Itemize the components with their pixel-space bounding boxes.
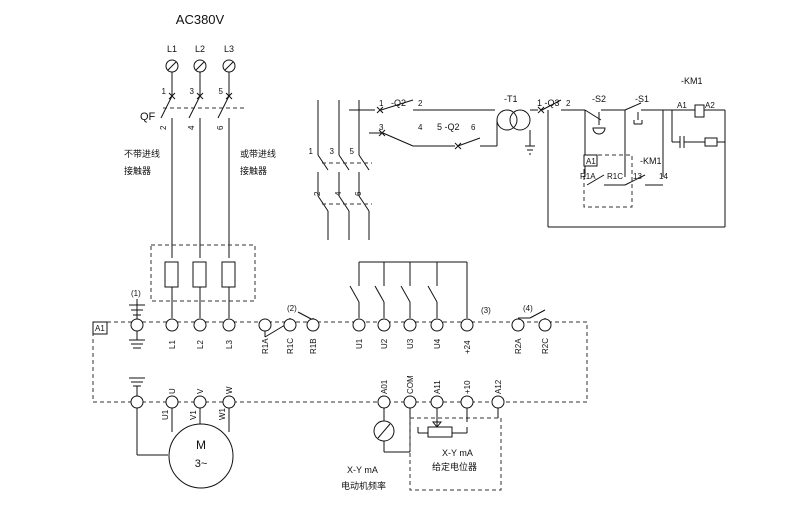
breaker-pin-6: 6 (216, 125, 225, 130)
meter-caption: 电动机频率 (341, 480, 386, 491)
note-1: (1) (131, 289, 141, 298)
aux-13: 13 (633, 172, 642, 181)
q2-pin-2: 2 (418, 99, 423, 108)
phase-labels: L1 L2 L3 (167, 44, 234, 54)
km1-aux-label: -KM1 (640, 156, 662, 166)
coil-a1: A1 (677, 101, 687, 110)
term-24v: +24 (463, 340, 472, 354)
coil-a2: A2 (705, 101, 715, 110)
q2b-label: 5 -Q2 (437, 122, 460, 132)
term-l2: L2 (196, 340, 205, 349)
term-u1: U1 (355, 338, 364, 349)
potentiometer (409, 408, 502, 491)
term-r1b: R1B (309, 338, 318, 354)
phase-l3-label: L3 (224, 44, 234, 54)
alt-num-1: 1 (309, 147, 314, 156)
meter-range: X-Y mA (347, 465, 378, 475)
q2b-pin: 6 (471, 123, 476, 132)
note-4: (4) (523, 304, 533, 313)
term-u4: U4 (433, 338, 442, 349)
aux-box-tag (583, 154, 598, 167)
drive-frame (92, 321, 588, 403)
q3-pin: 2 (566, 99, 571, 108)
note-right-2: 接触器 (240, 165, 267, 176)
fuse-block (150, 244, 256, 318)
note-left-1: 不带进线 (124, 148, 160, 159)
drive-tag (92, 321, 108, 335)
aux-box-label: A1 (586, 157, 596, 166)
term-u: U (168, 388, 177, 394)
breaker-qf (160, 72, 246, 258)
s1-label: -S1 (635, 94, 649, 104)
s2-label: -S2 (592, 94, 606, 104)
term-u3: U3 (406, 338, 415, 349)
term-l3: L3 (225, 340, 234, 349)
breaker-pin-5: 5 (219, 87, 224, 96)
phase-l1-label: L1 (167, 44, 177, 54)
term-com: COM (406, 375, 415, 394)
bottom-terminal-labels: U V W A01 COM A11 +10 A12 (168, 375, 503, 394)
breaker-pin-3: 3 (190, 87, 195, 96)
pot-caption: 给定电位器 (432, 461, 477, 472)
term-w: W (225, 386, 234, 394)
motor (168, 408, 234, 489)
term-10v: +10 (463, 380, 472, 394)
alt-num-2: 2 (313, 191, 322, 196)
drive-label: A1 (95, 324, 105, 333)
frequency-meter (373, 408, 411, 453)
note-3: (3) (481, 306, 491, 315)
motor-u1: U1 (161, 409, 170, 420)
motor-phase: 3~ (195, 458, 208, 470)
motor-letter: M (196, 438, 206, 452)
top-terminals (130, 318, 552, 332)
aux-14: 14 (659, 172, 668, 181)
alt-num-5: 5 (350, 147, 355, 156)
q2-pin-4: 4 (418, 123, 423, 132)
alt-num-3: 3 (330, 147, 335, 156)
alt-circuit-wiring (317, 99, 726, 240)
term-u2: U2 (380, 338, 389, 349)
term-l1: L1 (168, 340, 177, 349)
term-a11: A11 (433, 380, 442, 394)
term-r2a: R2A (514, 338, 523, 354)
top-terminal-labels: L1 L2 L3 R1A R1C R1B U1 U2 U3 U4 +24 R2A… (168, 338, 550, 354)
km1-coil-label: -KM1 (681, 76, 703, 86)
digital-input-switches (349, 261, 468, 318)
note-right-1: 或带进线 (240, 148, 276, 159)
note-2: (2) (287, 304, 297, 313)
note-left-2: 接触器 (124, 165, 151, 176)
term-v: V (196, 388, 205, 394)
term-a12: A12 (494, 379, 503, 394)
supply-terminals (165, 59, 236, 73)
transformer-label: -T1 (504, 94, 518, 104)
phase-l2-label: L2 (195, 44, 205, 54)
supply-title: AC380V (176, 12, 225, 27)
term-a01: A01 (380, 379, 389, 394)
motor-w1: W1 (218, 407, 227, 420)
term-r2c: R2C (541, 338, 550, 354)
breaker-pin-1: 1 (162, 87, 167, 96)
motor-v1: V1 (189, 410, 198, 420)
term-r1c: R1C (286, 338, 295, 354)
alt-circuit-labels: 1 3 5 2 4 6 1 -Q2 2 3 4 5 -Q2 6 -T1 1 -Q… (309, 76, 716, 196)
q3-label: 1 -Q3 (537, 98, 560, 108)
breaker-pin-2: 2 (159, 125, 168, 130)
aux-r1a: R1A (580, 172, 596, 181)
term-r1a: R1A (261, 338, 270, 354)
breaker-pin-4: 4 (187, 125, 196, 130)
alt-num-4: 4 (334, 191, 343, 196)
q2-pin-1: 1 (379, 99, 384, 108)
q2-pin-3: 3 (379, 123, 384, 132)
q2-label: -Q2 (391, 98, 406, 108)
alt-num-6: 6 (354, 191, 363, 196)
pot-range: X-Y mA (442, 448, 473, 458)
breaker-label: QF (140, 111, 156, 123)
aux-r1c: R1C (607, 172, 623, 181)
